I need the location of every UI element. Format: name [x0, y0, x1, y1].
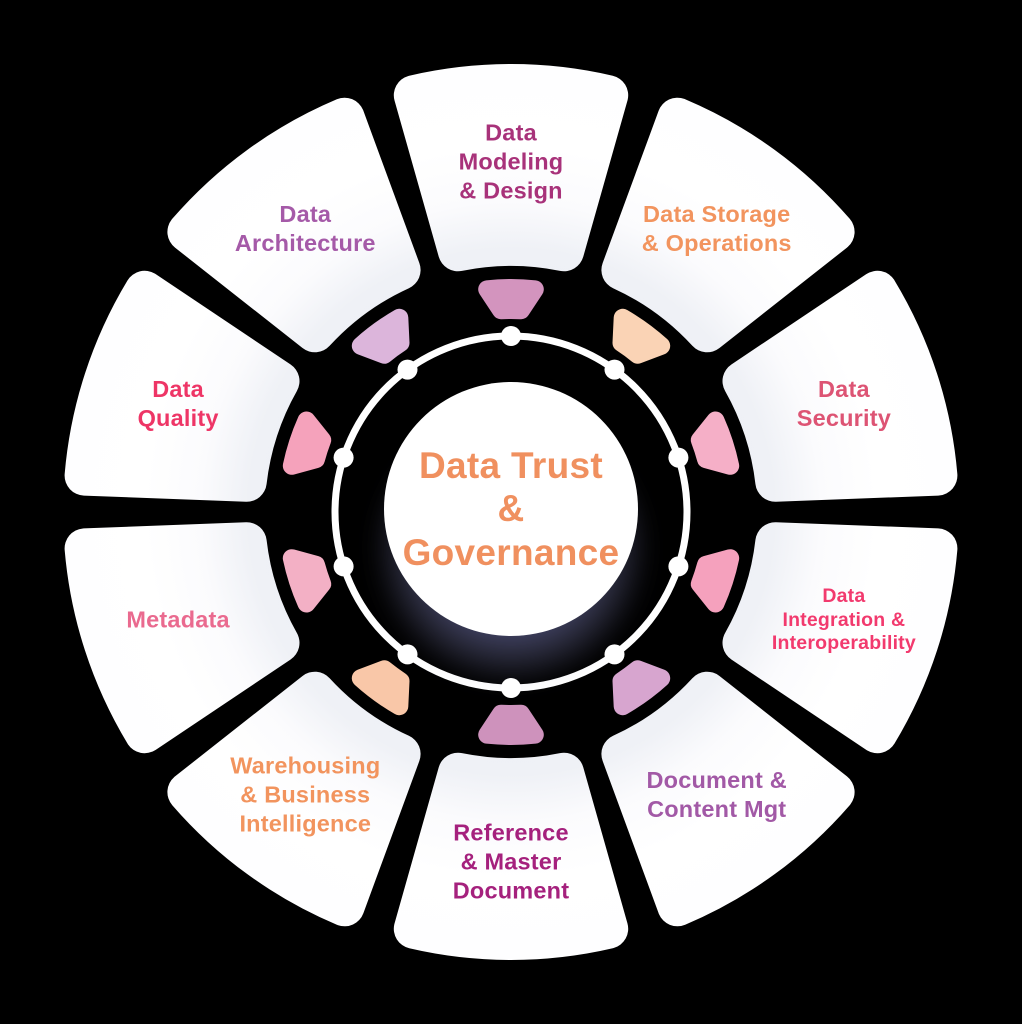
- segment-warehousing-business-intelligence: [167, 671, 421, 927]
- ring-dot: [604, 644, 625, 665]
- ring-dot: [397, 359, 418, 380]
- wedge-markers: [282, 279, 740, 745]
- segment-reference-master-document: [393, 752, 629, 960]
- wedge-warehousing-business-intelligence: [351, 660, 410, 716]
- segment-data-integration-interoperability: [722, 522, 958, 754]
- ring-dot: [397, 644, 418, 665]
- segment-data-architecture: [167, 97, 421, 353]
- wedge-data-modeling-design: [478, 279, 544, 320]
- ring-dot: [333, 556, 354, 577]
- ring-dot: [668, 556, 689, 577]
- ring-dot: [333, 447, 354, 468]
- ring-dot: [668, 447, 689, 468]
- wedge-data-architecture: [351, 308, 410, 364]
- segment-metadata: [64, 522, 300, 754]
- wedge-data-storage-operations: [612, 308, 671, 364]
- segment-document-content-mgt: [601, 671, 855, 927]
- ring-dots: [333, 326, 689, 698]
- wedge-data-quality: [282, 411, 332, 475]
- ring-dot: [501, 678, 521, 698]
- center-circle: [384, 382, 638, 636]
- segment-data-security: [722, 270, 958, 502]
- segment-data-storage-operations: [601, 97, 855, 353]
- segment-data-modeling-design: [393, 64, 629, 272]
- wedge-data-integration-interoperability: [690, 549, 740, 613]
- segments: [64, 64, 958, 960]
- wedge-document-content-mgt: [612, 660, 671, 716]
- wedge-data-security: [690, 411, 740, 475]
- segment-data-quality: [64, 270, 300, 502]
- ring-dot: [604, 359, 625, 380]
- ring-dot: [501, 326, 521, 346]
- wedge-metadata: [282, 549, 332, 613]
- wedge-reference-master-document: [478, 704, 544, 745]
